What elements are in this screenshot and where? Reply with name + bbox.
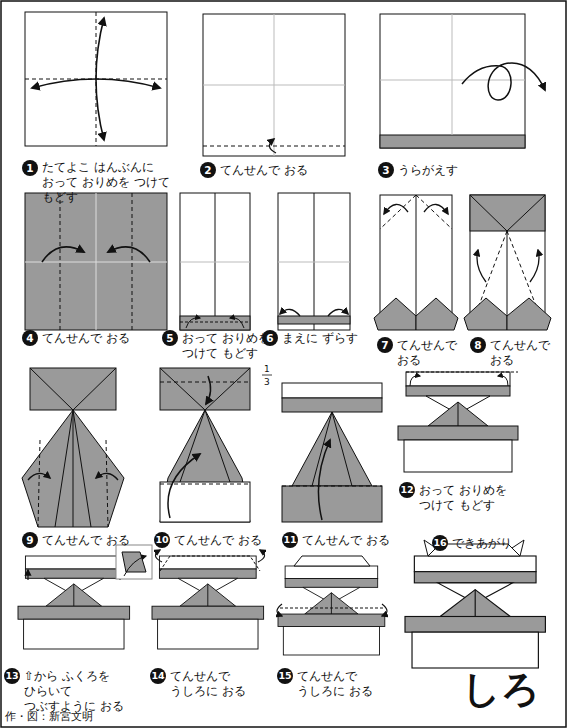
fraction-digit: 3 xyxy=(264,378,270,387)
instruction-text: てんせんで おる xyxy=(302,533,402,548)
callout-number: 7 xyxy=(377,337,393,353)
callout-number: 11 xyxy=(282,532,298,548)
instruction-text: できあがり xyxy=(452,536,552,551)
instruction-text: てんせんで うしろに おる xyxy=(297,669,375,699)
callout-number: 10 xyxy=(154,532,170,548)
instruction-text: てんせんで おる xyxy=(490,338,550,368)
callout-number: 4 xyxy=(22,330,38,346)
instruction-text: てんせんで おる xyxy=(397,338,445,368)
instruction-text: たてよこ はんぶんに おって おりめを つけて もどす xyxy=(42,160,192,205)
instruction-text: ⇧から ふくろを ひらいて つぶすように おる xyxy=(24,669,146,714)
title: しろ xyxy=(462,670,540,708)
instruction-text: てんせんで おる xyxy=(42,331,162,346)
credit: 作・図：新宮文明 xyxy=(5,710,93,723)
callout-number: 16 xyxy=(432,535,448,551)
callout-number: 9 xyxy=(22,532,38,548)
callout-number: 8 xyxy=(470,337,486,353)
instruction-text: うらがえす xyxy=(398,163,518,178)
instruction-text: てんせんで おる xyxy=(174,533,274,548)
callout-number: 14 xyxy=(150,668,166,684)
instruction-text: おって おりめを つけて もどす xyxy=(419,483,529,513)
instruction-text: てんせんで おる xyxy=(220,163,340,178)
callout-number: 1 xyxy=(22,160,38,176)
fraction-digit: 1 xyxy=(264,365,270,374)
callout-number: 3 xyxy=(378,162,394,178)
callout-number: 6 xyxy=(262,330,278,346)
instruction-text: まえに ずらす xyxy=(282,331,377,346)
callout-number: 15 xyxy=(277,668,293,684)
callout-number: 12 xyxy=(399,482,415,498)
callout-number: 5 xyxy=(162,330,178,346)
instruction-text: てんせんで うしろに おる xyxy=(170,669,248,699)
callout-number: 2 xyxy=(200,162,216,178)
instruction-text: てんせんで おる xyxy=(42,533,142,548)
callout-number: 13 xyxy=(4,668,20,684)
